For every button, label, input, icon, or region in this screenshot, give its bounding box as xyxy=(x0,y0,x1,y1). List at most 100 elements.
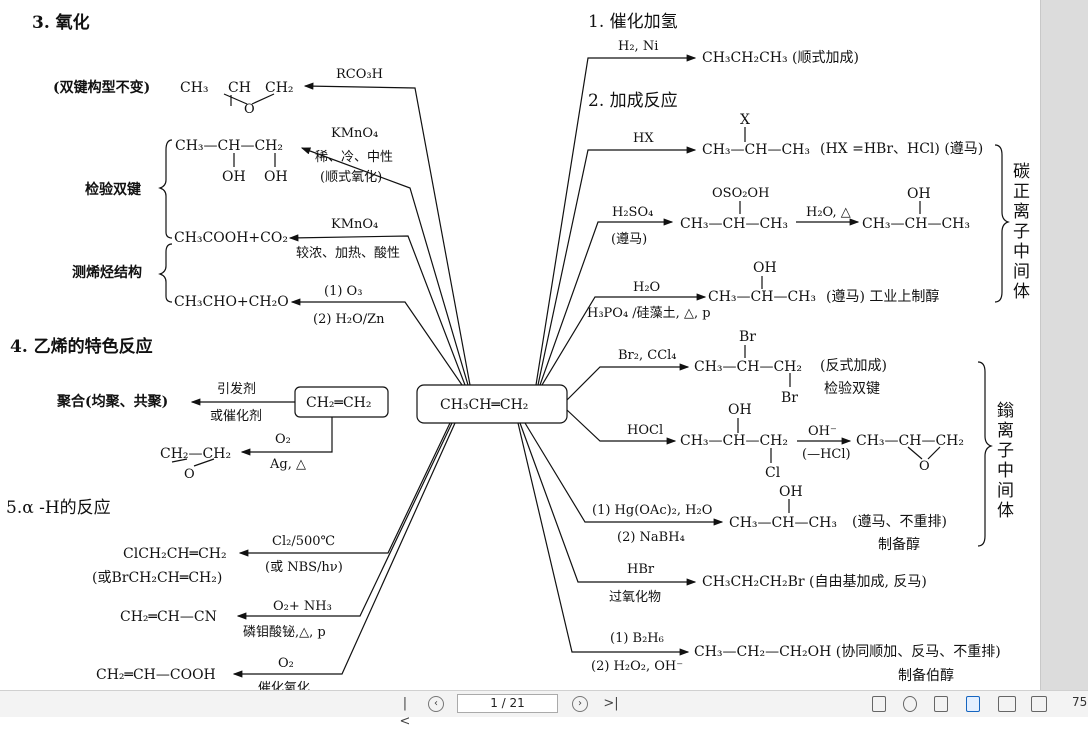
hydration-note: (遵马) 工业上制醇 xyxy=(826,288,939,305)
cond-oxymerc-1: (1) Hg(OAc)₂, H₂O xyxy=(592,503,712,518)
link-ethox xyxy=(240,417,333,456)
hocl-top: OH xyxy=(728,402,752,418)
cond-hydration: H₃PO₄ /硅藻土, △, p xyxy=(587,306,711,321)
br2-note2: 检验双键 xyxy=(824,381,880,397)
h2so4-sub: (遵马) xyxy=(611,231,647,247)
cond-ethox-2: Ag, △ xyxy=(269,457,306,472)
epox-note: (双键构型不变) xyxy=(53,79,150,96)
br2-note1: (反式加成) xyxy=(820,358,887,374)
br2-top: Br xyxy=(739,329,756,345)
cond-kmno4-hot: 较浓、加热、酸性 xyxy=(296,246,400,261)
cond-ethox-1: O₂ xyxy=(275,432,291,447)
reagent-kmno4-cold: KMnO₄ xyxy=(331,126,378,141)
fit-width-icon[interactable] xyxy=(934,696,948,712)
vertical-scrollbar[interactable] xyxy=(1040,0,1088,690)
hydration-top: OH xyxy=(753,260,777,276)
product-aldehydes: CH₃CHO+CH₂O xyxy=(174,294,289,310)
cond-ammox-1: O₂+ NH₃ xyxy=(273,599,332,614)
link-allyl xyxy=(238,422,451,557)
hx-note: (HX =HBr、HCl) (遵马) xyxy=(820,140,983,157)
link-epox xyxy=(303,82,471,386)
cond-ozone-1: (1) O₃ xyxy=(324,284,362,299)
link-hydration xyxy=(541,293,707,386)
brace-structure xyxy=(158,243,173,303)
cond-ammox-2: 磷钼酸铋,△, p xyxy=(243,625,326,640)
link-h2 xyxy=(535,54,697,386)
h2so4-top: OSO₂OH xyxy=(712,186,769,201)
link-oxymerc xyxy=(524,422,724,526)
cond-hydrob-1: (1) B₂H₆ xyxy=(610,631,664,646)
prev-page-button[interactable]: ‹ xyxy=(428,696,444,712)
product-dibromide: CH₃—CH—CH₂ xyxy=(694,359,802,375)
cond-kmno4-cold-2: (顺式氧化) xyxy=(320,170,382,185)
brace-label-structure: 测烯烃结构 xyxy=(72,264,142,281)
propylene-oxide-o: O xyxy=(919,459,930,474)
product-hydration: CH₃—CH—CH₃ xyxy=(708,289,816,305)
reagent-h2o: H₂O xyxy=(633,280,660,295)
product-oxymerc: CH₃—CH—CH₃ xyxy=(729,515,837,531)
single-page-view-icon[interactable] xyxy=(966,696,980,712)
reagent-br2: Br₂, CCl₄ xyxy=(618,348,677,363)
cond-poly-1: 引发剂 xyxy=(217,381,256,397)
two-page-view-icon[interactable] xyxy=(998,696,1016,712)
product-propylene-oxide: CH₃—CH—CH₂ xyxy=(856,433,964,449)
link-ammox xyxy=(236,422,453,620)
link-ozone xyxy=(290,298,463,386)
product-chlorohydrin: CH₃—CH—CH₂ xyxy=(680,433,788,449)
product-propanol: CH₃—CH₂—CH₂OH (协同顺加、反马、不重排) xyxy=(694,644,1001,660)
epoxide-left: CH₃ xyxy=(180,80,209,96)
reagent-h2so4: H₂SO₄ xyxy=(612,205,653,220)
zoom-level[interactable]: 75 xyxy=(1072,695,1088,709)
page-indicator[interactable]: 1 / 21 xyxy=(457,694,558,713)
cond-poly-2: 或催化剂 xyxy=(210,409,262,424)
rotate-icon[interactable] xyxy=(903,696,917,712)
reagent-kmno4-hot: KMnO₄ xyxy=(331,217,378,232)
link-hx xyxy=(537,146,697,386)
fit-page-icon[interactable] xyxy=(872,696,886,712)
first-page-button[interactable]: |< xyxy=(399,696,411,729)
cond-h2so4-hydrolysis: H₂O, △ xyxy=(806,205,851,220)
reagent-hbr: HBr xyxy=(627,562,655,577)
diol-chain: CH₃—CH—CH₂ xyxy=(175,138,283,154)
product-acrylonitrile: CH₂═CH—CN xyxy=(120,609,217,625)
ethylene-oxide-o: O xyxy=(184,467,195,482)
reagent-hocl: HOCl xyxy=(627,423,663,438)
product-allyl-br: (或BrCH₂CH═CH₂) xyxy=(92,570,222,586)
product-propane: CH₃CH₂CH₃ (顺式加成) xyxy=(702,50,859,66)
link-kmno4-hot xyxy=(288,234,466,386)
oxymerc-note2: 制备醇 xyxy=(878,536,920,553)
diol-oh1: OH xyxy=(222,169,246,185)
onium-label: 鎓离子中间体 xyxy=(997,401,1014,521)
link-acrylic xyxy=(232,422,456,678)
cond-acrylic-2: 催化氧化 xyxy=(258,681,310,690)
hocl-bottom: Cl xyxy=(765,465,781,481)
epoxide-mid: CH xyxy=(228,80,251,96)
link-h2so4 xyxy=(539,218,674,386)
oxymerc-note1: (遵马、不重排) xyxy=(852,513,947,530)
product-propyl-bromide: CH₃CH₂CH₂Br (自由基加成, 反马) xyxy=(702,573,927,590)
epoxide-o: O xyxy=(244,102,255,117)
continuous-scroll-icon[interactable] xyxy=(1031,696,1047,712)
oxymerc-top: OH xyxy=(779,484,803,500)
center-box xyxy=(416,384,568,424)
section-addition-title: 2. 加成反应 xyxy=(588,91,678,111)
link-hocl xyxy=(566,409,677,445)
brace-carbocation xyxy=(994,144,1010,303)
next-page-button[interactable]: › xyxy=(572,696,588,712)
cond-hydrob-2: (2) H₂O₂, OH⁻ xyxy=(591,659,683,674)
diol-oh2: OH xyxy=(264,169,288,185)
cond-allyl-2: (或 NBS/hν) xyxy=(265,560,343,575)
section-alpha-h-title: 5.α -H的反应 xyxy=(6,498,111,518)
hydrob-note: 制备伯醇 xyxy=(898,667,954,684)
product-acid-co2: CH₃COOH+CO₂ xyxy=(174,230,288,246)
last-page-button[interactable]: >| xyxy=(603,696,619,711)
cond-kmno4-cold-1: 稀、冷、中性 xyxy=(315,150,393,165)
cond-hocl-1: OH⁻ xyxy=(808,424,837,439)
h2so4-top2: OH xyxy=(907,186,931,202)
link-br2 xyxy=(566,363,690,401)
cond-acrylic-1: O₂ xyxy=(278,656,294,671)
link-hbr xyxy=(519,422,697,586)
brace-label-test: 检验双键 xyxy=(85,181,142,198)
reagent-rco3h: RCO₃H xyxy=(336,67,383,82)
link-kmno4-cold xyxy=(300,147,469,386)
